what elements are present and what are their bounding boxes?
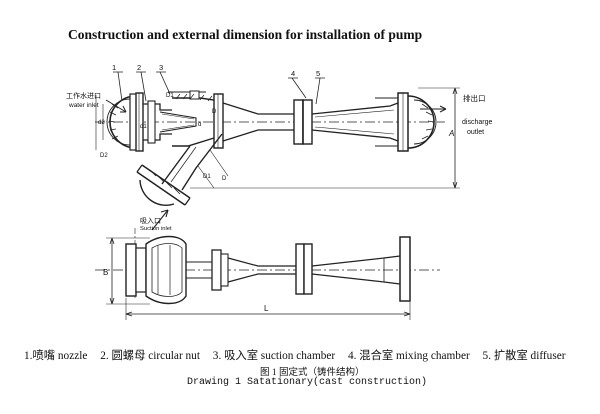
suction-inlet-label-cn: 吸入口: [140, 217, 161, 225]
callout-3: 3: [159, 63, 163, 72]
dim-label-A: A: [448, 129, 454, 138]
discharge-label-cn: 排出口: [463, 93, 486, 103]
discharge-label-en-2: outlet: [467, 129, 484, 136]
top-section-view: [95, 71, 460, 231]
dim-label-d: d: [198, 122, 201, 128]
dim-label-d1: d1: [140, 124, 147, 130]
dim-label-L: L: [264, 304, 269, 313]
legend-item-mixing-chamber: 4. 混合室 mixing chamber: [347, 350, 470, 362]
caption-english: Drawing 1 Satationary(cast construction): [187, 377, 428, 388]
callout-1: 1: [112, 63, 116, 72]
parts-legend: 1.喷嘴 nozzle 2. 圆螺母 circular nut 3. 吸入室 s…: [24, 347, 576, 363]
bottom-plan-view: [95, 228, 440, 320]
legend-item-nozzle: 1.喷嘴 nozzle: [24, 350, 88, 362]
drawing-title: Construction and external dimension for …: [68, 27, 423, 42]
discharge-label-en-1: discharge: [462, 119, 492, 126]
callout-2: 2: [137, 63, 141, 72]
dim-label-D-top: D: [212, 109, 217, 115]
caption-chinese: 图 1 固定式（铸件结构）: [260, 368, 365, 378]
dim-label-D1-top: D1: [166, 93, 174, 99]
water-inlet-label-en: water inlet: [68, 102, 99, 109]
suction-inlet-label-en: Suction inlet: [140, 226, 172, 232]
callout-5: 5: [316, 69, 320, 78]
legend-item-circular-nut: 2. 圆螺母 circular nut: [100, 350, 200, 362]
dim-label-d2: d2: [98, 120, 105, 126]
legend-item-diffuser: 5. 扩散室 diffuser: [482, 350, 566, 362]
callout-4: 4: [291, 69, 295, 78]
dim-label-D: D: [222, 176, 227, 182]
legend-item-suction-chamber: 3. 吸入室 suction chamber: [212, 350, 336, 362]
water-inlet-label-cn: 工作水进口: [66, 91, 101, 100]
dim-label-D1: D1: [203, 174, 211, 180]
dim-label-D2: D2: [100, 153, 108, 159]
dim-label-B: B: [103, 268, 108, 277]
